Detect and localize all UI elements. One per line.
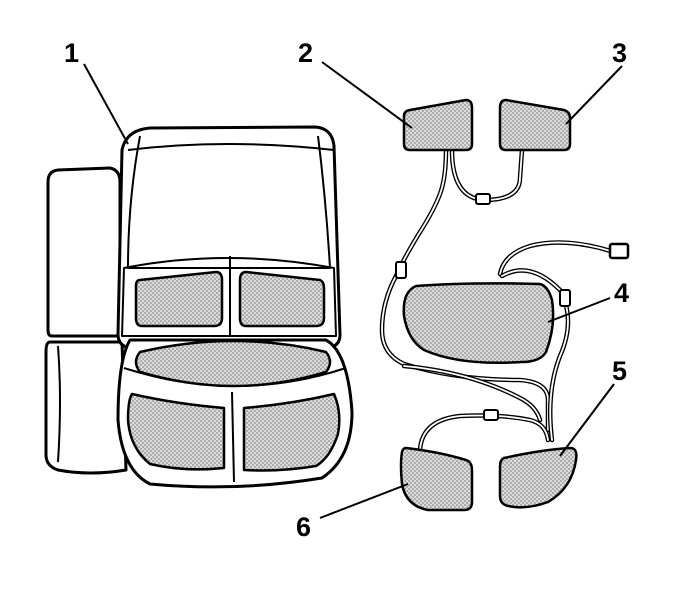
heater-element-3: [498, 98, 572, 152]
wire-2-to-junction-core: [381, 149, 549, 431]
seat-back-lumbar-area: [121, 257, 337, 337]
harness-wires: [379, 147, 630, 453]
seat-side-bolster-upper: [46, 166, 122, 338]
inline-connector-lower: [483, 409, 499, 421]
leader-line-5: [559, 383, 615, 457]
seat-cushion-heating-pad-rear: [134, 339, 332, 388]
callout-6: 6: [296, 512, 311, 542]
seat-assembly: [44, 125, 354, 489]
leader-line-6: [319, 483, 409, 519]
leader-line-2: [321, 61, 413, 129]
inline-connector-upper: [475, 193, 491, 205]
seat-bolster-crease: [57, 345, 61, 463]
callout-5: 5: [612, 356, 627, 386]
wire-lower-crossover-core: [403, 365, 541, 421]
wire-6-to-5-core: [419, 414, 549, 451]
wire-2-to-3: [449, 147, 525, 203]
seat-cushion-center-seam: [231, 391, 235, 483]
seat-cushion-heating-pad-left: [126, 392, 226, 471]
heater-element-2: [402, 98, 474, 152]
callout-2: 2: [298, 38, 313, 68]
leader-line-1: [83, 63, 129, 145]
callout-1: 1: [64, 38, 79, 68]
callout-4: 4: [614, 278, 629, 308]
seat-back-top-seam: [127, 143, 335, 151]
heater-element-6: [399, 446, 474, 512]
seat-back-heating-pad-left: [134, 270, 224, 328]
inline-connector-right: [559, 289, 571, 307]
heater-element-4: [402, 282, 555, 365]
wire-lower-crossover: [401, 363, 543, 423]
inline-connector-left: [395, 261, 407, 279]
seat-back-heating-pad-right: [238, 270, 326, 328]
leader-line-3: [565, 65, 623, 125]
leader-line-4: [547, 297, 611, 323]
callout-3: 3: [612, 38, 627, 68]
seat-cushion-heating-pad-right: [242, 392, 341, 472]
wire-4-to-5-core: [501, 269, 569, 441]
heater-element-5: [498, 446, 578, 509]
seat-side-bolster-lower: [44, 340, 128, 475]
wire-4-connector-core: [499, 241, 615, 275]
harness-main-connector: [608, 242, 630, 260]
